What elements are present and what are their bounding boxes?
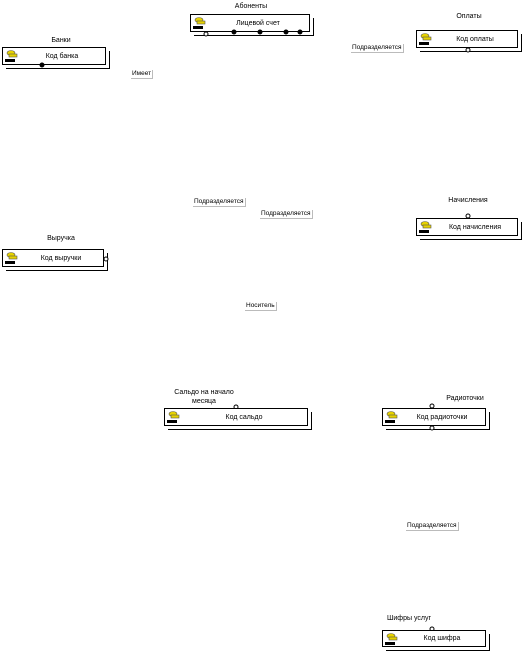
entity-title: Начисления xyxy=(448,197,488,204)
key-entity-icon xyxy=(5,252,18,264)
entity-box[interactable]: Лицевой счет xyxy=(190,14,310,32)
entity-title: Абоненты xyxy=(234,3,268,10)
relationship-label-podrazdelyaetsya[interactable]: Подразделяется xyxy=(406,522,459,531)
relationship-marker xyxy=(429,425,435,431)
key-entity-icon xyxy=(5,50,18,62)
entity-box[interactable]: Код шифра xyxy=(382,630,486,647)
entity-box[interactable]: Код радиоточки xyxy=(382,408,486,426)
entity-banki[interactable]: Банки Код банка xyxy=(0,34,112,72)
entity-key: Код сальдо xyxy=(225,413,263,421)
entity-title: Радиоточки xyxy=(446,395,484,402)
entity-abonenty[interactable]: Абоненты Лицевой счет xyxy=(190,0,312,40)
entity-oplaty[interactable]: Оплаты Код оплаты xyxy=(416,10,522,53)
entity-title: Сальдо на начало месяца xyxy=(174,389,234,405)
relationship-label-podrazdelyaetsya[interactable]: Подразделяется xyxy=(260,210,313,219)
relationship-marker xyxy=(257,29,263,35)
entity-box[interactable]: Код сальдо xyxy=(164,408,308,426)
entity-key: Код шифра xyxy=(423,635,461,642)
entity-key: Лицевой счет xyxy=(236,19,280,27)
entity-title: Шифры услуг xyxy=(386,615,431,622)
relationship-marker xyxy=(465,47,471,53)
relationship-label-imeet[interactable]: Имеет xyxy=(131,70,154,79)
entity-saldo[interactable]: Сальдо на начало месяца Код сальдо xyxy=(162,386,314,430)
relationship-marker xyxy=(283,29,289,35)
key-entity-icon xyxy=(167,411,180,423)
entity-title: Оплаты xyxy=(456,13,482,20)
entity-title: Банки xyxy=(51,37,71,44)
relationship-marker xyxy=(203,31,209,37)
entity-key: Код выручки xyxy=(40,254,82,262)
key-entity-icon xyxy=(385,411,398,423)
entity-key: Код начисления xyxy=(448,223,502,231)
entity-box[interactable]: Код банка xyxy=(2,47,106,65)
key-entity-icon xyxy=(385,633,398,645)
key-entity-icon xyxy=(419,221,432,233)
entity-box[interactable]: Код оплаты xyxy=(416,30,518,48)
relationship-label-podrazdelyaetsya[interactable]: Подразделяется xyxy=(193,198,246,207)
relationship-marker xyxy=(39,62,45,68)
entity-vyruchka[interactable]: Выручка Код выручки xyxy=(0,232,112,272)
entity-nachisleniya[interactable]: Начисления Код начисления xyxy=(414,194,522,238)
relationship-marker xyxy=(231,29,237,35)
entity-key: Код оплаты xyxy=(456,35,494,43)
entity-shifry[interactable]: Шифры услуг Код шифра xyxy=(380,612,492,650)
relationship-marker xyxy=(297,29,303,35)
key-entity-icon xyxy=(193,17,206,29)
entity-radiotochki[interactable]: Радиоточки Код радиоточки xyxy=(380,392,492,432)
relationship-label-podrazdelyaetsya[interactable]: Подразделяется xyxy=(351,44,404,53)
entity-box[interactable]: Код начисления xyxy=(416,218,518,236)
entity-key: Код банка xyxy=(45,52,79,60)
key-entity-icon xyxy=(419,33,432,45)
entity-key: Код радиоточки xyxy=(416,413,468,421)
relationship-label-nositel[interactable]: Носитель xyxy=(245,302,277,311)
relationship-marker xyxy=(103,256,109,262)
entity-box[interactable]: Код выручки xyxy=(2,249,104,267)
entity-title: Выручка xyxy=(47,235,75,242)
